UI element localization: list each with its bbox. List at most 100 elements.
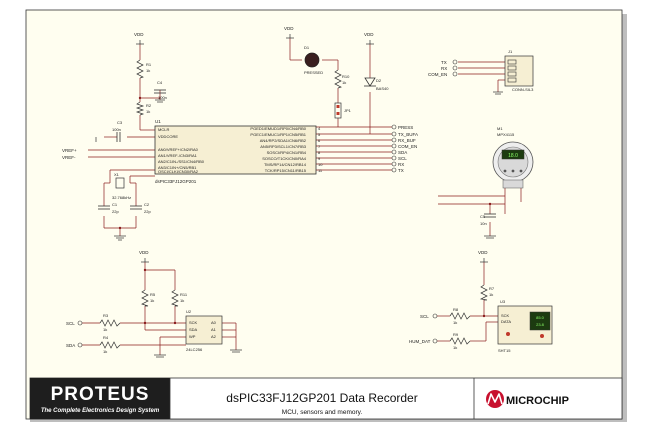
wires [82,38,522,355]
mcu-pinnum-4: 8 [318,150,321,155]
u3-display-line2: 23.8 [536,322,545,327]
mcu-pinnum-6: 10 [318,162,323,167]
u3-button-left [506,332,510,336]
u2-pin-sda: SDA [189,327,198,332]
j1-value: CONN-SIL3 [512,87,534,92]
mcu-pin-left-0: AN0/VREF+/CN2/RA0 [158,147,199,152]
r3-ref: R3 [103,313,109,318]
mcu-pin-right-1: PGEC1/EMUC1/RP1/CN5/RB1 [250,132,306,137]
mcu-pinnum-2: 6 [318,138,321,143]
net-3: COM_EN [398,144,417,149]
c5-ref: C5 [480,214,486,219]
mcu-pin-left-3: AN3/C1IN+/CN5/RB1 [158,165,197,170]
r5-ref: R5 [150,292,156,297]
u3-net-scl: SCL [420,314,429,319]
mcu-pinnum-1: 5 [318,132,321,137]
ground-symbols [95,91,503,358]
r4-value: 1k [103,349,107,354]
r5-value: 1k [150,298,154,303]
vdd-label-3: VDD [364,32,374,37]
u2-net-sda: SDA [66,343,75,348]
r9-value: 1k [453,345,457,350]
c4-ref: C4 [157,80,163,85]
vref-plus-label: VREF+ [62,148,77,153]
mcu-pin-right-4: SOSCI/RP4/CN1/RB4 [267,150,307,155]
jumper-jp1 [334,102,342,119]
pressure-sensor-m1 [492,141,534,189]
j1-pin-rx: RX [441,66,447,71]
proteus-logo: PROTEUS [51,384,150,405]
vref-minus-label: VREF- [62,155,76,160]
m1-ref: M1 [497,126,503,131]
r9-ref: R9 [453,332,459,337]
r3-value: 1k [103,327,107,332]
r2-value: 1k [146,109,150,114]
net-2: RX_BUF [398,138,416,143]
u3-pin-data: DATA [501,319,511,324]
jp1-ref: JP1 [344,108,352,113]
d1-value: PRESSED [304,70,323,75]
r8-value: 1k [453,320,457,325]
u3-value: SHT15 [498,348,511,353]
j1-pin-comen: COM_EN [428,72,447,77]
mcu-pin-left-1: AN1/VREF-/CN3/RA1 [158,153,198,158]
mcu-pin-right-2: AN4/RP2/SDA1/CN6/RB2 [260,138,307,143]
x1-ref: X1 [114,172,120,177]
power-symbols [136,34,488,263]
title-block [29,377,623,420]
capacitors [98,89,496,218]
r7-value: 1k [489,292,493,297]
net-0: PRESS [398,125,413,130]
mcu-pin-mclr: MCLR [158,127,169,132]
mcu-pinnum-7: 11 [318,168,323,173]
net-5: SCL [398,156,407,161]
u3-button-right [540,334,544,338]
connector-j1 [504,55,534,87]
mcu-ref: U1 [155,119,161,124]
u2-pin-wp: WP [189,334,196,339]
m1-value: MPX4115 [497,132,515,137]
eeprom-u2 [185,315,223,345]
u3-net-terminals [432,313,438,344]
mcu-pin-right-5: SOSCO/T1CK/CN0/RA4 [262,156,307,161]
x1-value: 32.768kHz [112,195,131,200]
crystal-x1 [115,177,125,189]
net-7: TX [398,168,404,173]
mcu-pin-vddcore: VDDCORE [158,134,178,139]
m1-display: 18.0 [508,153,518,159]
u2-ref: U2 [186,309,192,314]
mcu-pinnum-0: 4 [318,126,321,131]
r1-ref: R1 [146,62,152,67]
r1-value: 1k [146,68,150,73]
c2-value: 22p [144,209,151,214]
u3-net-hum: HUM_DAT [409,339,431,344]
page-subtitle: MCU, sensors and memory. [282,409,363,416]
mcu-pinnum-5: 9 [318,156,321,161]
net-6: RX [398,162,404,167]
microchip-logo-icon [486,390,504,408]
r10-ref: R10 [342,74,350,79]
c2-ref: C2 [144,202,150,207]
u2-pin-sck: SCK [189,320,198,325]
net-1: TX_BUFA [398,132,418,137]
mcu-u1-body [154,125,317,175]
c4-value: 100n [158,95,167,100]
u2-pin-a1: A1 [211,327,217,332]
u2-net-scl: SCL [66,321,75,326]
j1-pins [452,59,517,83]
microchip-brand: MICROCHIP [506,395,569,407]
vdd-label-1: VDD [134,32,144,37]
r8-ref: R8 [453,307,459,312]
r11-ref: R11 [180,292,188,297]
junctions [118,96,492,325]
r4-ref: R4 [103,335,109,340]
mcu-pin-left-2: AN2/C1IN-/SS1/CN4/RB0 [158,159,205,164]
led-d1 [304,52,320,68]
r10-value: 1k [342,80,346,85]
mcu-pin-right-6: TMS/RP14/CN12/RB14 [264,162,307,167]
mcu-pin-right-3: AN5/RP3/SCL1/CN7/RB3 [260,144,307,149]
c1-ref: C1 [112,202,118,207]
net-4: SDA [398,150,407,155]
u2-pin-a0: A0 [211,320,217,325]
